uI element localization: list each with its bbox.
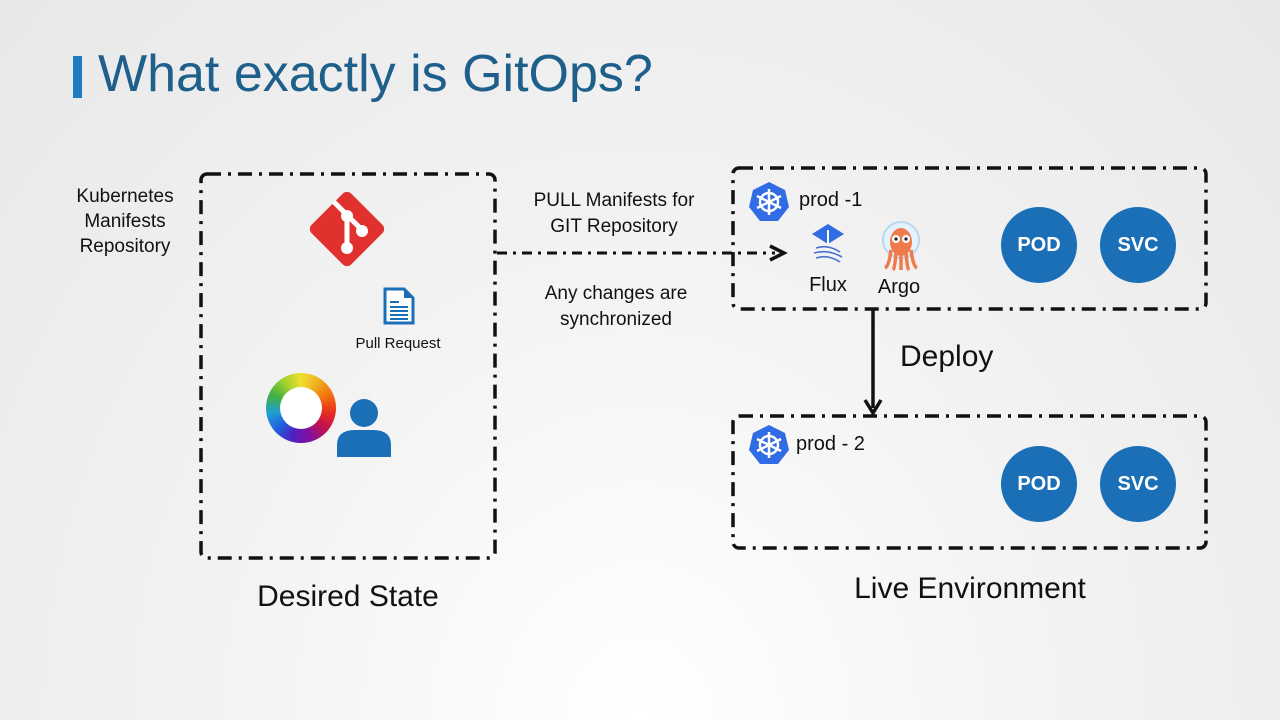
repo-label-line: Kubernetes <box>76 186 174 207</box>
repo-label-line: Manifests <box>84 211 166 232</box>
prod1-name: prod -1 <box>799 189 863 211</box>
git-icon <box>309 191 385 267</box>
kubernetes-icon <box>749 182 789 221</box>
flux-icon <box>812 224 844 263</box>
pull-text-line: GIT Repository <box>550 216 678 237</box>
color-wheel-icon <box>266 373 336 443</box>
document-icon <box>383 287 415 325</box>
page-title: What exactly is GitOps? <box>98 45 653 103</box>
pull-request-label: Pull Request <box>355 335 441 352</box>
argo-label: Argo <box>877 276 921 298</box>
deploy-label: Deploy <box>900 340 994 373</box>
sync-text-line: Any changes are <box>544 283 688 304</box>
pull-text-line: PULL Manifests for <box>533 190 695 211</box>
pull-arrow-head <box>769 244 788 262</box>
desired-state-label: Desired State <box>257 580 439 613</box>
desired-state-box <box>199 172 497 560</box>
deploy-arrow-head <box>863 399 883 417</box>
prod2-svc: SVC <box>1100 446 1176 522</box>
flux-label: Flux <box>809 274 847 296</box>
prod1-pod: POD <box>1001 207 1077 283</box>
argo-icon <box>882 221 920 272</box>
repo-label: Kubernetes Manifests Repository <box>60 184 190 259</box>
prod2-box <box>731 414 1208 550</box>
prod1-box <box>731 166 1208 311</box>
live-environment-label: Live Environment <box>854 572 1086 605</box>
sync-text-line: synchronized <box>560 309 672 330</box>
user-icon <box>337 399 391 457</box>
pull-text: PULL Manifests for GIT Repository <box>500 188 728 240</box>
title-bar-accent <box>73 56 82 98</box>
kubernetes-icon <box>749 425 789 464</box>
prod1-svc: SVC <box>1100 207 1176 283</box>
prod2-pod: POD <box>1001 446 1077 522</box>
sync-text: Any changes are synchronized <box>500 281 732 333</box>
prod2-name: prod - 2 <box>796 433 865 455</box>
repo-label-line: Repository <box>79 236 171 257</box>
